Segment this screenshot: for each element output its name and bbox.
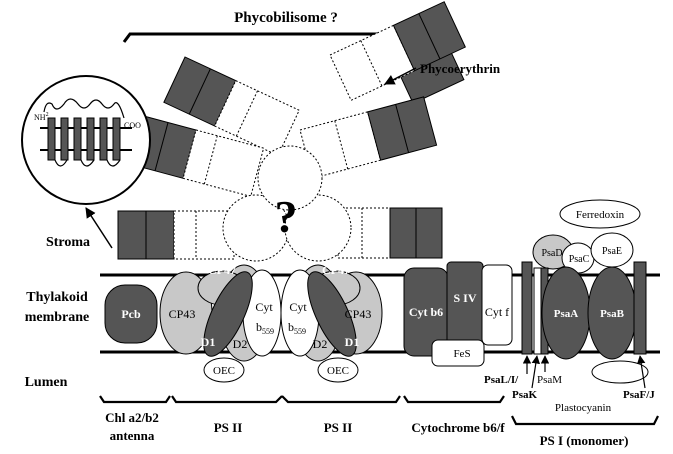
cyt-f-label: Cyt f <box>485 305 509 319</box>
cp43-right-label: CP43 <box>345 307 372 321</box>
pcb-label: Pcb <box>121 307 141 321</box>
ferredoxin-label: Ferredoxin <box>576 209 625 221</box>
thylakoid-label: Thylakoid <box>26 290 88 305</box>
d1-right-label: D1 <box>345 335 360 349</box>
psae-label: PsaE <box>602 246 622 257</box>
d2-right-label: D2 <box>313 337 328 351</box>
inset-helix-diagram: NH2 COO <box>21 75 151 205</box>
group-brackets <box>99 395 659 426</box>
membrane-label: membrane <box>25 310 90 325</box>
cp47-left-label: CP47 <box>208 263 236 277</box>
s-iv-label: S IV <box>453 291 476 305</box>
oec-right-label: OEC <box>327 365 349 377</box>
plastocyanin-label: Plastocyanin <box>555 402 612 414</box>
cytochrome-b6f <box>403 261 513 367</box>
psafj-label: PsaF/J <box>623 389 655 401</box>
d1-left-label: D1 <box>201 335 216 349</box>
psak-label: PsaK <box>512 389 538 401</box>
phycobilisome-title: Phycobilisome ? <box>234 10 338 26</box>
c-terminus-label: COO <box>124 121 141 130</box>
lumen-label: Lumen <box>25 375 68 390</box>
chl-antenna-label-2: antenna <box>110 428 155 443</box>
n-terminus-label: NH2 <box>34 112 49 122</box>
pcb-protein <box>104 284 158 344</box>
cyt-b6-label: Cyt b6 <box>409 305 443 319</box>
psi-group-label: PS I (monomer) <box>540 433 629 448</box>
psii-right <box>280 264 383 383</box>
psafj-arrow <box>637 355 646 389</box>
oec-left-label: OEC <box>213 365 235 377</box>
psab-label: PsaB <box>600 308 625 320</box>
chl-antenna-label-1: Chl a2/b2 <box>105 410 159 425</box>
psaa-label: PsaA <box>554 308 579 320</box>
phycobilisome-rods <box>117 1 466 262</box>
psak-arrow <box>531 355 540 389</box>
inset-arrow <box>85 207 113 249</box>
psac-label: PsaC <box>569 254 590 265</box>
phycoerythrin-label: Phycoerythrin <box>420 61 501 76</box>
psal-label: PsaL/I/ <box>484 374 519 386</box>
psam-label: PsaM <box>537 374 562 386</box>
fes-label: FeS <box>453 348 470 360</box>
phycoerythrin-arrow <box>384 67 417 85</box>
question-mark: ? <box>275 191 298 242</box>
cyt-b-right-label: Cyt <box>289 300 307 314</box>
cp43-left-label: CP43 <box>169 307 196 321</box>
psii-left-group-label: PS II <box>214 420 243 435</box>
d2-left-label: D2 <box>233 337 248 351</box>
cyt-b-left-label: Cyt <box>255 300 273 314</box>
cp47-right-label: CP47 <box>322 263 350 277</box>
psii-right-group-label: PS II <box>324 420 353 435</box>
cyt-b559-right-label: b559 <box>288 320 306 336</box>
psad-label: PsaD <box>541 248 562 259</box>
cytochrome-group-label: Cytochrome b6/f <box>411 420 505 435</box>
stroma-label: Stroma <box>46 235 90 250</box>
cyt-b559-left-label: b559 <box>256 320 274 336</box>
psi-complex <box>521 199 649 384</box>
